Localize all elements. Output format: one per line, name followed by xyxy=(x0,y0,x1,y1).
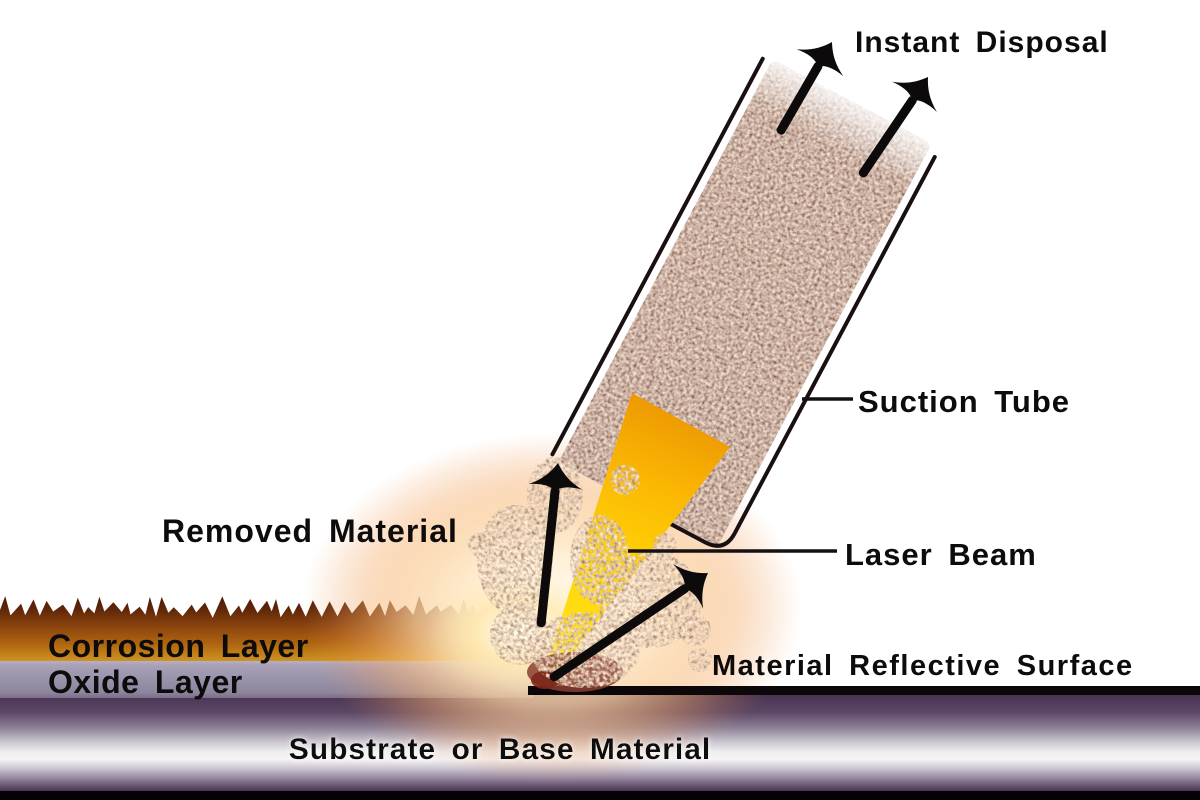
disposal-arrow-left xyxy=(776,42,844,135)
label-substrate: Substrate or Base Material xyxy=(289,733,711,766)
suction-tube-left-wall xyxy=(550,56,765,457)
ejecta-arrow-diagonal xyxy=(549,564,708,682)
label-removed-material: Removed Material xyxy=(162,513,458,549)
label-instant-disposal: Instant Disposal xyxy=(855,26,1109,59)
substrate-bottom-edge xyxy=(0,791,1200,800)
label-material-reflective-surface: Material Reflective Surface xyxy=(712,650,1134,682)
label-suction-tube: Suction Tube xyxy=(858,384,1070,419)
ejecta-arrow-up xyxy=(528,463,583,628)
label-laser-beam: Laser Beam xyxy=(845,537,1037,572)
reflective-surface-line xyxy=(528,686,1200,695)
suction-tube-right-wall xyxy=(627,154,937,548)
suction-tube-top-fade xyxy=(749,59,932,189)
disposal-arrow-right xyxy=(858,77,937,178)
label-oxide-layer: Oxide Layer xyxy=(48,664,243,700)
removed-material-particles xyxy=(468,457,712,692)
label-corrosion-layer: Corrosion Layer xyxy=(48,628,309,664)
